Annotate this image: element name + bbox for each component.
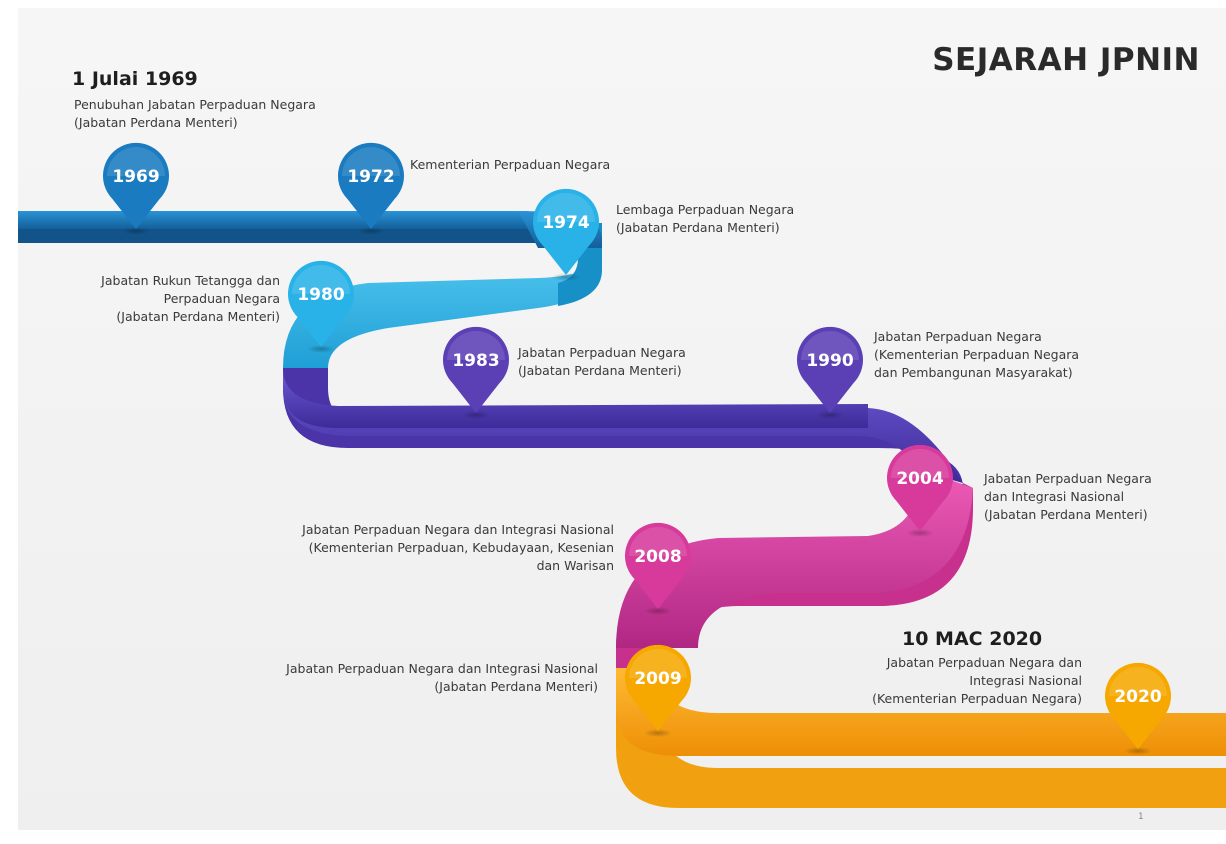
milestone-1969-line: Penubuhan Jabatan Perpaduan Negara — [74, 97, 316, 112]
pin-year-label: 1969 — [112, 167, 159, 187]
pin-shadow — [644, 607, 672, 615]
pin-year-label: 1974 — [542, 213, 589, 233]
page-number: 1 — [1138, 812, 1144, 822]
pin-year-label: 2004 — [896, 469, 943, 489]
pin-highlight — [107, 147, 165, 176]
milestone-1990-label: Jabatan Perpaduan Negara (Kementerian Pe… — [874, 328, 1079, 382]
timeline-pins: 1969 1972 1974 1980 1983 1990 2004 2008 2009 2020 — [103, 142, 1171, 755]
pin-shadow — [357, 227, 385, 235]
road-segment-pink — [616, 468, 973, 668]
milestone-1969-label: Penubuhan Jabatan Perpaduan Negara (Jaba… — [74, 96, 316, 132]
pin-2020: 2020 — [1105, 662, 1171, 755]
pin-highlight — [292, 265, 350, 294]
milestone-1969-line: (Jabatan Perdana Menteri) — [74, 115, 238, 130]
milestone-2008-line: (Kementerian Perpaduan, Kebudayaan, Kese… — [308, 540, 614, 555]
pin-marker-icon — [443, 326, 509, 413]
pin-marker-icon — [625, 644, 691, 731]
milestone-2008-label: Jabatan Perpaduan Negara dan Integrasi N… — [214, 521, 614, 575]
milestone-2004-line: dan Integrasi Nasional — [984, 489, 1125, 504]
pin-year-label: 1972 — [347, 167, 394, 187]
pin-2009: 2009 — [625, 644, 691, 737]
milestone-2008-line: Jabatan Perpaduan Negara dan Integrasi N… — [302, 522, 614, 537]
end-date-heading: 10 MAC 2020 — [902, 628, 1043, 650]
pin-year-label: 2020 — [1114, 687, 1161, 707]
timeline-road: 1969 1972 1974 1980 1983 1990 2004 2008 2009 2020 — [18, 142, 1226, 808]
milestone-2004-line: (Jabatan Perdana Menteri) — [984, 507, 1148, 522]
milestone-1972-line: Kementerian Perpaduan Negara — [410, 157, 611, 172]
pin-1972: 1972 — [338, 142, 404, 235]
pin-1983: 1983 — [443, 326, 509, 419]
pin-highlight — [801, 331, 859, 360]
milestone-1980-label: Jabatan Rukun Tetangga dan Perpaduan Neg… — [32, 272, 280, 326]
milestone-2020-label: Jabatan Perpaduan Negara dan Integrasi N… — [798, 654, 1082, 708]
pin-highlight — [342, 147, 400, 176]
pin-year-label: 2008 — [634, 547, 681, 567]
pin-year-label: 1983 — [452, 351, 499, 371]
milestone-1974-line: Lembaga Perpaduan Negara — [616, 202, 795, 217]
pin-1990: 1990 — [797, 326, 863, 419]
timeline-canvas: 1969 1972 1974 1980 1983 1990 2004 2008 2009 2020… — [18, 8, 1226, 830]
milestone-2020-line: (Kementerian Perpaduan Negara) — [872, 691, 1082, 706]
milestone-1983-label: Jabatan Perpaduan Negara (Jabatan Perdan… — [518, 344, 686, 380]
milestone-1980-line: Jabatan Rukun Tetangga dan — [101, 273, 280, 288]
pin-shadow — [462, 411, 490, 419]
milestone-2004-label: Jabatan Perpaduan Negara dan Integrasi N… — [984, 470, 1152, 524]
milestone-1974-label: Lembaga Perpaduan Negara (Jabatan Perdan… — [616, 201, 794, 237]
pin-year-label: 1980 — [297, 285, 344, 305]
pin-shadow — [644, 729, 672, 737]
pin-marker-icon — [625, 522, 691, 609]
pin-highlight — [629, 527, 687, 556]
pin-highlight — [537, 193, 595, 222]
pin-1974: 1974 — [533, 188, 599, 281]
pin-marker-icon — [887, 444, 954, 531]
pin-marker-icon — [533, 188, 599, 275]
road-segment-orange — [616, 658, 1226, 808]
pin-shadow — [1124, 747, 1152, 755]
pin-shadow — [552, 273, 580, 281]
pin-marker-icon — [797, 326, 863, 413]
pin-highlight — [447, 331, 505, 360]
road-segment-blue — [18, 211, 602, 248]
page-title: SEJARAH JPNIN — [932, 42, 1200, 78]
pin-highlight — [891, 449, 949, 478]
milestone-1983-line: Jabatan Perpaduan Negara — [518, 345, 686, 360]
pin-1969: 1969 — [103, 142, 169, 235]
milestone-1980-line: Perpaduan Negara — [163, 291, 280, 306]
pin-marker-icon — [338, 142, 404, 229]
road-segment-purple — [283, 368, 963, 488]
milestone-1972-label: Kementerian Perpaduan Negara — [410, 156, 610, 174]
milestone-2008-line: dan Warisan — [536, 558, 614, 573]
pin-shadow — [307, 345, 335, 353]
pin-shadow — [122, 227, 150, 235]
milestone-2020-line: Jabatan Perpaduan Negara dan — [886, 655, 1082, 670]
pin-1980: 1980 — [288, 260, 354, 353]
milestone-1974-line: (Jabatan Perdana Menteri) — [616, 220, 780, 235]
start-date-heading: 1 Julai 1969 — [72, 68, 198, 90]
milestone-2009-label: Jabatan Perpaduan Negara dan Integrasi N… — [194, 660, 598, 696]
milestone-1980-line: (Jabatan Perdana Menteri) — [116, 309, 280, 324]
milestone-1990-line: (Kementerian Perpaduan Negara — [874, 347, 1080, 362]
pin-marker-icon — [1105, 662, 1171, 749]
milestone-2009-line: (Jabatan Perdana Menteri) — [434, 679, 598, 694]
pin-year-label: 2009 — [634, 669, 681, 689]
milestone-1990-line: Jabatan Perpaduan Negara — [874, 329, 1042, 344]
pin-marker-icon — [288, 260, 354, 347]
pin-highlight — [1109, 667, 1167, 696]
pin-year-label: 1990 — [806, 351, 853, 371]
pin-marker-icon — [103, 142, 169, 229]
pin-2008: 2008 — [625, 522, 691, 615]
pin-shadow — [906, 529, 934, 537]
milestone-1983-line: (Jabatan Perdana Menteri) — [518, 363, 682, 378]
milestone-2004-line: Jabatan Perpaduan Negara — [984, 471, 1152, 486]
pin-shadow — [816, 411, 844, 419]
pin-highlight — [629, 649, 687, 678]
milestone-2020-line: Integrasi Nasional — [969, 673, 1082, 688]
pin-2004: 2004 — [887, 444, 954, 537]
milestone-2009-line: Jabatan Perpaduan Negara dan Integrasi N… — [286, 661, 598, 676]
milestone-1990-line: dan Pembangunan Masyarakat) — [874, 365, 1073, 380]
